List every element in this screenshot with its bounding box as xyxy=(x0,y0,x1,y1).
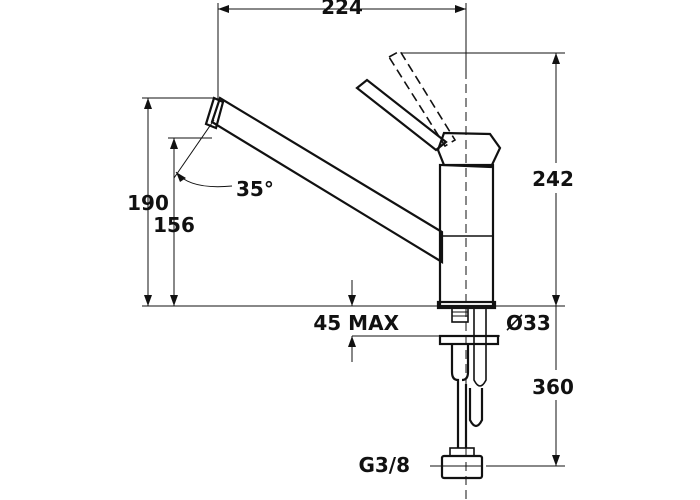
connection-thread-label: G3/8 xyxy=(358,453,410,477)
dimension-labels: 224 242 190 156 35° 45 MAX Ø33 360 G3/8 xyxy=(127,0,574,477)
deck-arrow-bottom xyxy=(348,336,356,347)
mounting-assembly xyxy=(438,307,500,480)
spout-height-label: 190 xyxy=(127,191,169,215)
spout-arm xyxy=(210,96,444,264)
lever-head xyxy=(436,131,502,169)
mount-plate xyxy=(438,334,500,346)
mount-rod-lower xyxy=(473,344,487,387)
hose-right xyxy=(468,388,484,428)
hose-length-label: 360 xyxy=(532,375,574,399)
outlet-height-arrow-top xyxy=(170,138,178,149)
mount-stud xyxy=(451,307,469,323)
width-arrow-left xyxy=(218,5,229,13)
hose-arrow-bottom xyxy=(552,455,560,466)
width-arrow-right xyxy=(455,5,466,13)
angle-arrow xyxy=(176,172,186,182)
body-diameter-label: Ø33 xyxy=(506,311,551,335)
lever-handle-alt xyxy=(387,49,457,148)
overall-height-label: 242 xyxy=(532,167,574,191)
spout-angle-label: 35° xyxy=(236,177,274,201)
deck-arrow-top xyxy=(348,295,356,306)
angle-ref-line xyxy=(173,119,215,179)
faucet-body xyxy=(204,49,502,500)
hose-nut-upper xyxy=(449,447,475,457)
outlet-height-arrow-bottom xyxy=(170,295,178,306)
height-label-bg xyxy=(528,163,578,193)
spout-height-arrow-top xyxy=(144,98,152,109)
lever-handle xyxy=(355,78,448,152)
height-arrow-top xyxy=(552,53,560,64)
mount-rod xyxy=(473,307,487,345)
spout-height-arrow-bottom xyxy=(144,295,152,306)
hose-nut xyxy=(440,454,484,480)
spout-outlet-height-label: 156 xyxy=(153,213,195,237)
hose-left-inner xyxy=(461,344,470,382)
height-arrow-bottom xyxy=(552,295,560,306)
overall-width-label: 224 xyxy=(321,0,363,19)
hose-label-bg xyxy=(528,370,578,400)
dimension-lines xyxy=(142,3,578,467)
spout-tip xyxy=(204,96,225,130)
hose-left xyxy=(450,344,460,448)
angle-arc xyxy=(175,171,233,188)
max-deck-thickness-label: 45 MAX xyxy=(313,311,399,335)
